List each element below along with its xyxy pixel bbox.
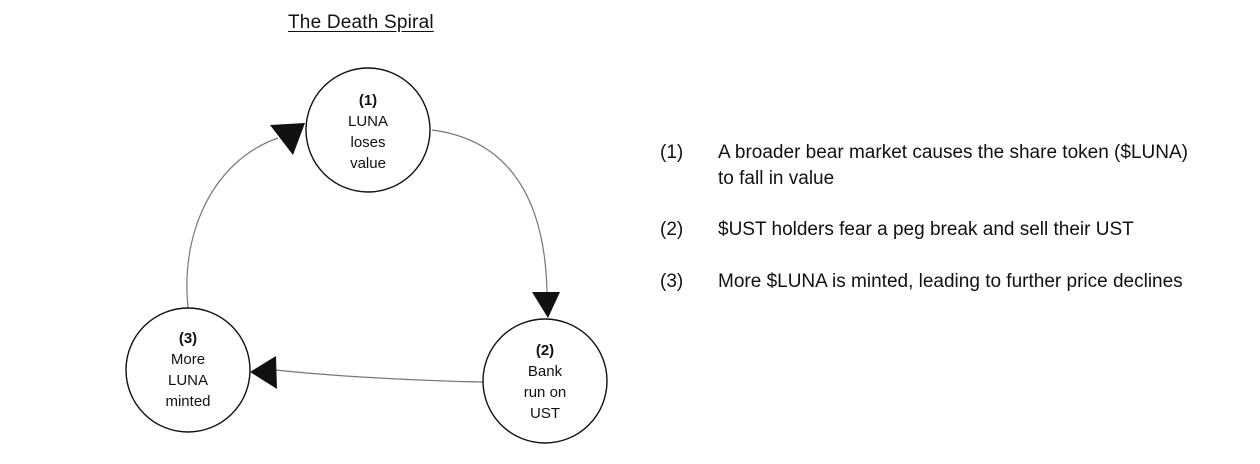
arrowhead-1-to-2: [532, 292, 560, 318]
node-1-number: (1): [358, 92, 378, 109]
arrow-3-to-1: [186, 137, 279, 309]
node-1-line-3: value: [350, 155, 386, 172]
node-2-line-2: run on: [523, 384, 567, 401]
node-2-number: (2): [535, 342, 555, 359]
node-2-label: (2) Bank run on UST: [490, 340, 600, 424]
node-2-circle: [482, 318, 608, 444]
node-3-number: (3): [178, 330, 198, 347]
node-1-circle: [305, 67, 431, 193]
legend-item-3-number: (3): [660, 271, 684, 292]
node-2-line-1: Bank: [527, 363, 563, 380]
node-3-line-1: More: [170, 351, 206, 368]
legend-item-1-text: A broader bear market causes the share t…: [718, 142, 1188, 189]
diagram-title: The Death Spiral: [288, 12, 434, 33]
node-1-line-1: LUNA: [347, 113, 388, 130]
node-3-circle: [125, 307, 251, 433]
arrow-2-to-3: [275, 369, 484, 383]
arrowhead-2-to-3: [250, 356, 277, 389]
legend-item-2-number: (2): [660, 219, 684, 240]
node-3-line-2: LUNA: [167, 372, 208, 389]
arrow-1-to-2: [431, 129, 548, 293]
node-3-label: (3) More LUNA minted: [133, 328, 243, 412]
legend-item-3-text: More $LUNA is minted, leading to further…: [718, 271, 1183, 292]
node-2-line-3: UST: [530, 405, 560, 422]
legend-item-1-number: (1): [660, 142, 684, 163]
node-1-line-2: loses: [350, 134, 386, 151]
node-3-line-3: minted: [165, 393, 211, 410]
node-1-label: (1) LUNA loses value: [313, 90, 423, 174]
legend-item-2-text: $UST holders fear a peg break and sell t…: [718, 219, 1134, 240]
arrowhead-3-to-1: [270, 123, 305, 155]
cycle-diagram: [125, 67, 608, 444]
